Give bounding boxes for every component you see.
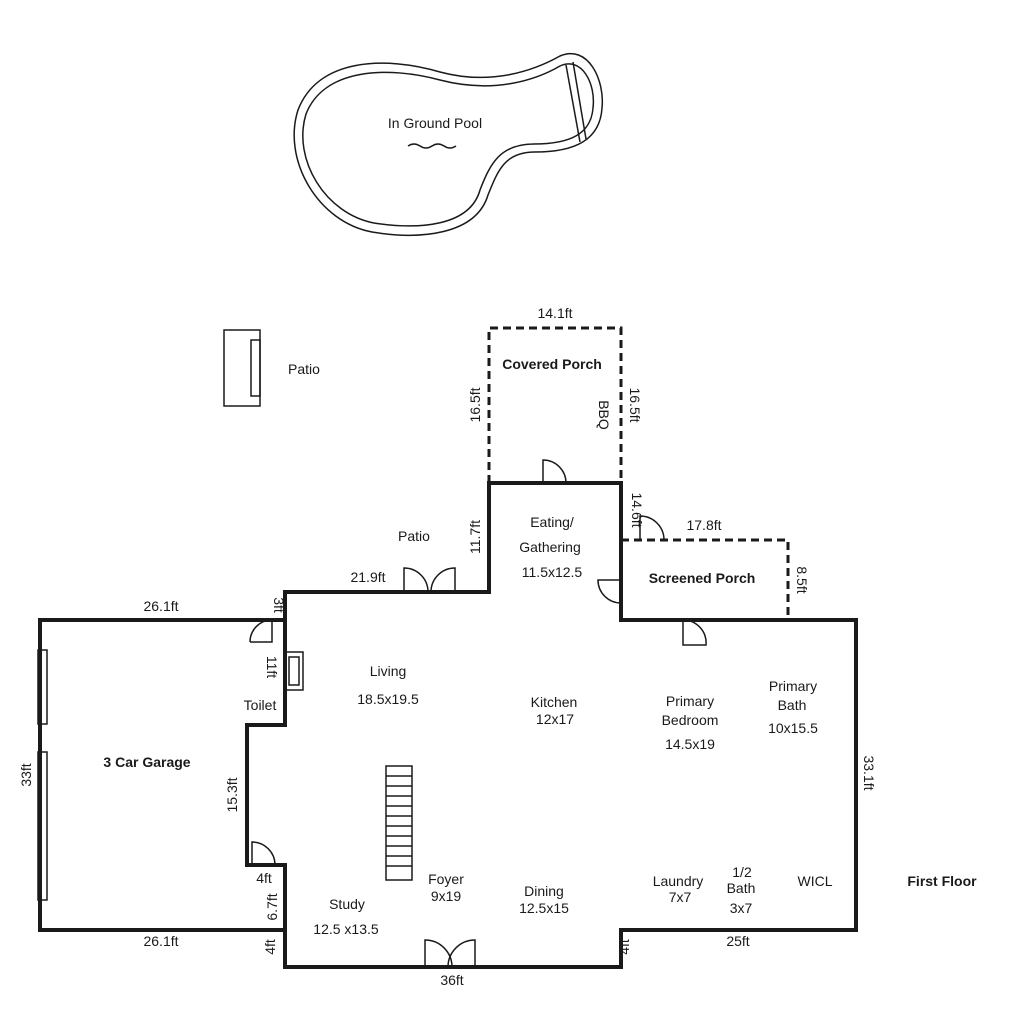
- covered-porch-width: 14.1ft: [537, 305, 572, 321]
- dim-11-7: 11.7ft: [467, 520, 483, 554]
- dim-14-6: 14.6ft: [629, 492, 645, 527]
- dim-garage-bottom: 26.1ft: [143, 933, 178, 949]
- covered-porch-left-depth: 16.5ft: [467, 387, 483, 422]
- half-bath-size: 3x7: [730, 900, 753, 916]
- kitchen-size: 12x17: [536, 711, 574, 727]
- eating-size: 11.5x12.5: [522, 564, 583, 580]
- bbq-label: BBQ: [596, 400, 612, 430]
- dim-15-3: 15.3ft: [224, 777, 240, 812]
- pool: In Ground Pool: [293, 53, 604, 236]
- primary-bedroom-label-1: Primary: [666, 693, 714, 709]
- primary-bath-label-2: Bath: [778, 697, 807, 713]
- dim-front: 36ft: [440, 972, 463, 988]
- dining-size: 12.5x15: [519, 900, 569, 916]
- foyer-size: 9x19: [431, 888, 462, 904]
- study-label: Study: [329, 896, 365, 912]
- study-size: 12.5 x13.5: [313, 921, 379, 937]
- covered-porch: Covered Porch 14.1ft 16.5ft 16.5ft BBQ: [467, 305, 643, 483]
- screened-porch-depth: 8.5ft: [794, 566, 810, 593]
- kitchen-label: Kitchen: [531, 694, 578, 710]
- covered-porch-right-depth: 16.5ft: [627, 387, 643, 422]
- primary-bath-label-1: Primary: [769, 678, 817, 694]
- dim-3: 3ft: [271, 597, 287, 613]
- foyer-label: Foyer: [428, 871, 464, 887]
- laundry-label: Laundry: [653, 873, 704, 889]
- floor-label: First Floor: [907, 873, 977, 889]
- laundry-size: 7x7: [669, 889, 692, 905]
- screened-porch: Screened Porch 17.8ft 8.5ft: [621, 517, 810, 620]
- dim-33-1: 33.1ft: [861, 755, 877, 790]
- covered-porch-name: Covered Porch: [502, 356, 602, 372]
- patio-mid-label: Patio: [398, 528, 430, 544]
- dim-4-c: 4ft: [616, 939, 632, 955]
- screened-porch-width: 17.8ft: [686, 517, 721, 533]
- dim-4-a: 4ft: [256, 870, 272, 886]
- dining-label: Dining: [524, 883, 564, 899]
- primary-bedroom-size: 14.5x19: [665, 736, 715, 752]
- fireplace: [284, 651, 304, 691]
- living-size: 18.5x19.5: [357, 691, 419, 707]
- garage-doors: [37, 649, 48, 901]
- living-label: Living: [370, 663, 407, 679]
- patio-bench: [223, 329, 261, 407]
- patio-top-label: Patio: [288, 361, 320, 377]
- half-bath-label-1: 1/2: [732, 864, 752, 880]
- garage-house-wall: [245, 620, 287, 930]
- half-bath-label-2: Bath: [727, 880, 756, 896]
- garage-label: 3 Car Garage: [103, 754, 190, 770]
- dim-garage-side: 33ft: [18, 763, 34, 786]
- primary-bath-size: 10x15.5: [768, 720, 818, 736]
- toilet-label: Toilet: [244, 697, 277, 713]
- dim-11: 11ft: [264, 656, 280, 678]
- dim-21-9: 21.9ft: [350, 569, 385, 585]
- stairs: [385, 765, 413, 881]
- wicl-label: WICL: [798, 873, 833, 889]
- eating-label-1: Eating/: [530, 514, 574, 530]
- dim-6-7: 6.7ft: [264, 893, 280, 920]
- screened-porch-name: Screened Porch: [649, 570, 756, 586]
- dim-garage-top: 26.1ft: [143, 598, 178, 614]
- doors: [249, 459, 707, 968]
- eating-label-2: Gathering: [519, 539, 580, 555]
- dim-25: 25ft: [726, 933, 749, 949]
- pool-label: In Ground Pool: [388, 115, 482, 131]
- dim-4-b: 4ft: [262, 939, 278, 955]
- primary-bedroom-label-2: Bedroom: [662, 712, 719, 728]
